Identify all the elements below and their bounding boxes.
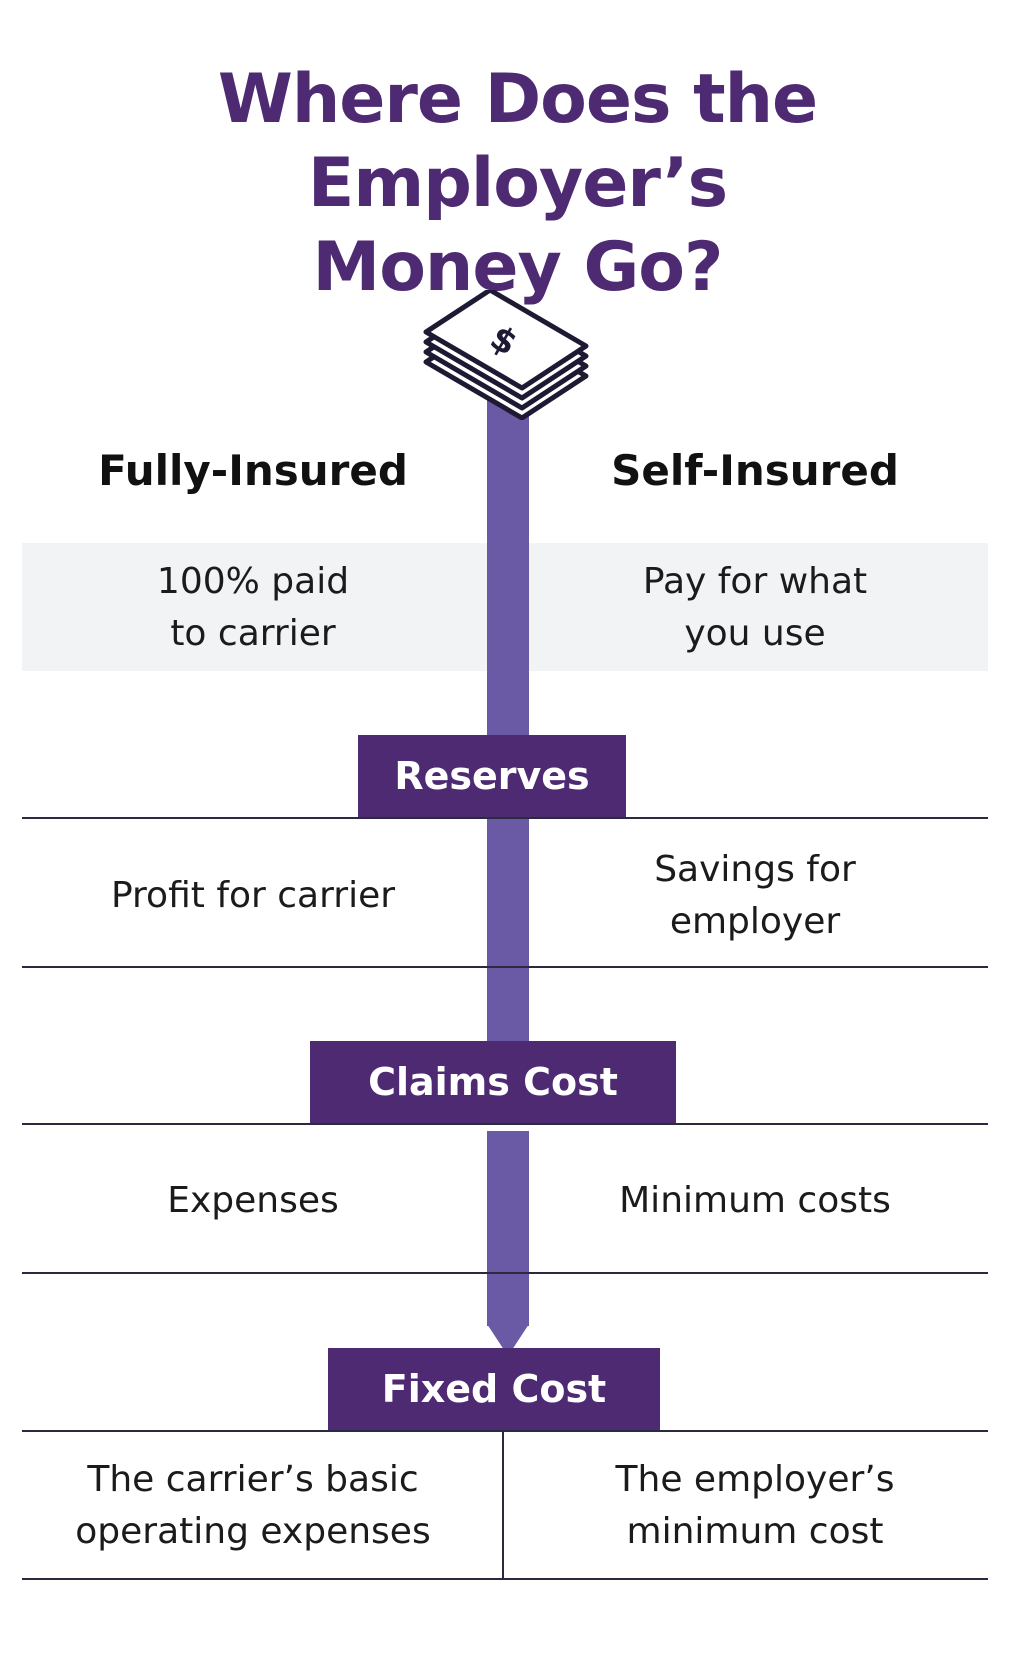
claims-cost-fully-insured: Expenses xyxy=(28,1175,478,1227)
money-stack-icon: $ xyxy=(423,290,589,420)
reserves-self-insured: Savings for employer xyxy=(530,844,980,948)
fixed-cost-fully-insured-line-2: operating expenses xyxy=(75,1511,431,1552)
claims-cost-divider-top xyxy=(22,1123,988,1125)
fully-insured-funding: 100% paid to carrier xyxy=(28,556,478,660)
page-title: Where Does the Employer’s Money Go? xyxy=(0,58,1035,310)
reserves-label: Reserves xyxy=(358,735,626,817)
fully-insured-heading: Fully-Insured xyxy=(98,446,408,495)
self-insured-heading: Self-Insured xyxy=(611,446,899,495)
fully-insured-funding-line-2: to carrier xyxy=(170,613,336,654)
claims-cost-label: Claims Cost xyxy=(310,1041,676,1123)
title-line-2: Money Go? xyxy=(312,228,724,307)
fixed-cost-self-insured-line-2: minimum cost xyxy=(626,1511,884,1552)
claims-cost-self-insured: Minimum costs xyxy=(530,1175,980,1227)
flow-shaft-middle xyxy=(487,817,529,1057)
self-insured-funding-line-1: Pay for what xyxy=(642,561,868,602)
claims-cost-self-insured-line-1: Minimum costs xyxy=(619,1180,891,1221)
flow-shaft-top xyxy=(487,395,529,735)
fixed-cost-divider-bottom xyxy=(22,1578,988,1580)
claims-cost-fully-insured-line-1: Expenses xyxy=(167,1180,339,1221)
fixed-cost-fully-insured: The carrier’s basic operating expenses xyxy=(28,1454,478,1558)
reserves-self-insured-line-1: Savings for xyxy=(654,849,856,890)
fixed-cost-self-insured-line-1: The employer’s xyxy=(615,1459,895,1500)
flow-shaft-bottom xyxy=(487,1131,529,1326)
fixed-cost-column-divider xyxy=(502,1430,504,1578)
reserves-self-insured-line-2: employer xyxy=(669,901,841,942)
reserves-fully-insured: Profit for carrier xyxy=(28,870,478,922)
fixed-cost-label: Fixed Cost xyxy=(328,1348,660,1430)
title-line-1: Where Does the Employer’s xyxy=(217,60,818,223)
fixed-cost-self-insured: The employer’s minimum cost xyxy=(530,1454,980,1558)
flow-arrow-head xyxy=(487,1324,529,1356)
self-insured-funding: Pay for what you use xyxy=(530,556,980,660)
fixed-cost-divider-top xyxy=(22,1430,988,1432)
reserves-divider-bottom xyxy=(22,966,988,968)
fully-insured-funding-line-1: 100% paid xyxy=(156,561,350,602)
reserves-fully-insured-line-1: Profit for carrier xyxy=(110,875,396,916)
claims-cost-divider-bottom xyxy=(22,1272,988,1274)
reserves-divider-top xyxy=(22,817,988,819)
self-insured-funding-line-2: you use xyxy=(684,613,826,654)
fixed-cost-fully-insured-line-1: The carrier’s basic xyxy=(87,1459,419,1500)
